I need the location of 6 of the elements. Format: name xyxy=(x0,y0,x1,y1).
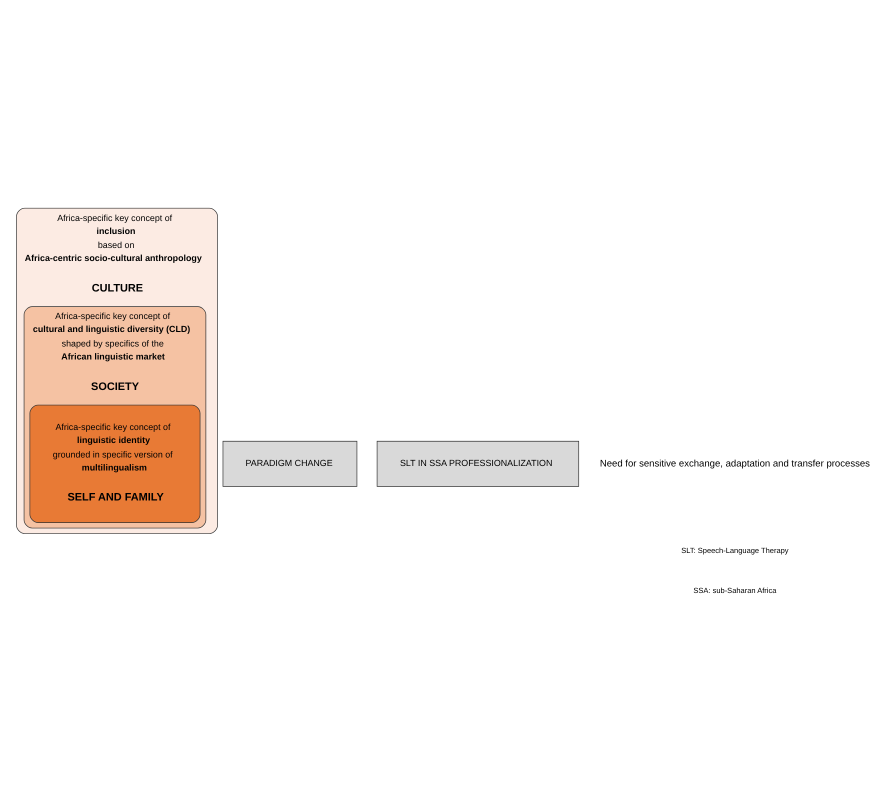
node-box: SLT IN SSA PROFESSIONALIZATION xyxy=(376,440,580,486)
label: Need for sensitive exchange, adaptation and transfer processes xyxy=(600,458,870,469)
label: SSA: sub-Saharan Africa xyxy=(693,585,776,594)
node-box: Africa-specific key concept of linguistic identity grounded in specific version of multilingualism SELF AND FAMILY xyxy=(30,404,200,522)
node-box: PARADIGM CHANGE xyxy=(222,440,358,486)
label: SLT: Speech-Language Therapy xyxy=(681,546,789,555)
